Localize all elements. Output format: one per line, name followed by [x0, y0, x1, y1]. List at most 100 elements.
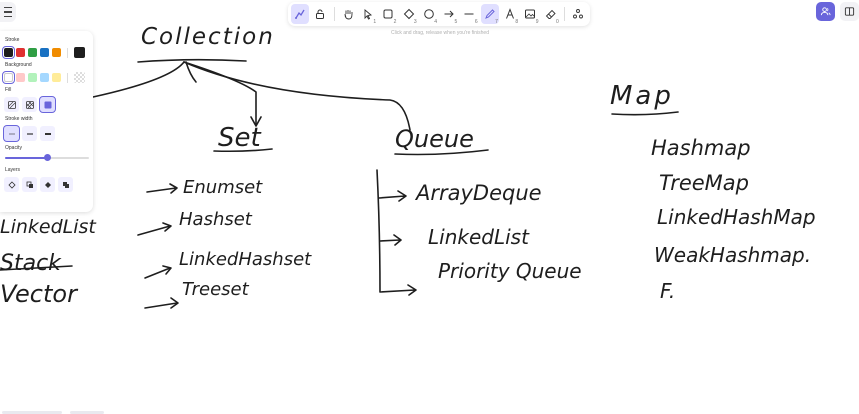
list-item-vector[interactable]: Vector	[0, 280, 79, 308]
queue-arrow-2[interactable]	[379, 234, 402, 246]
stroke-width-thin-button[interactable]	[3, 125, 20, 142]
selection-shortcut: 1	[373, 19, 377, 25]
text-tool[interactable]: 8	[501, 4, 519, 25]
background-color-green[interactable]	[28, 73, 37, 82]
list-item-linkedlist[interactable]: LinkedList	[0, 216, 97, 238]
set-item-treeset[interactable]: Treeset	[182, 279, 250, 300]
eraser-tool[interactable]: 0	[541, 4, 559, 25]
map-item-linkedhashmap[interactable]: LinkedHashMap	[657, 205, 816, 229]
fill-solid-button[interactable]	[39, 96, 56, 113]
diamond-tool[interactable]: 3	[399, 4, 417, 25]
background-color-transparent[interactable]	[2, 71, 15, 84]
set-item-enumset[interactable]: Enumset	[183, 177, 263, 198]
tool-hint: Click and drag, release when you're fini…	[391, 30, 489, 36]
set-arrow-4[interactable]	[144, 297, 179, 309]
background-color-red[interactable]	[16, 73, 25, 82]
background-color-row	[2, 71, 89, 84]
stack-strike[interactable]	[0, 265, 73, 271]
stroke-width-bold-button[interactable]	[22, 126, 37, 141]
collection-label[interactable]: Collection	[141, 24, 275, 50]
queue-item-priorityqueue[interactable]: Priority Queue	[438, 259, 582, 283]
stroke-width-extra-bold-button[interactable]	[40, 126, 55, 141]
users-icon	[820, 7, 831, 16]
zoom-controls[interactable]	[2, 411, 62, 414]
background-current-color[interactable]	[74, 72, 85, 83]
stroke-current-color[interactable]	[74, 47, 85, 58]
collaboration-button[interactable]	[816, 2, 835, 21]
background-label: Background	[5, 62, 32, 68]
line-tool[interactable]: 6	[460, 4, 478, 25]
stroke-label: Stroke	[5, 37, 20, 43]
selection-tool[interactable]: 1	[359, 4, 377, 25]
queue-bracket[interactable]	[376, 169, 417, 296]
background-color-blue[interactable]	[40, 73, 49, 82]
map-item-partial[interactable]: F.	[660, 279, 675, 303]
stroke-color-black[interactable]	[2, 46, 15, 59]
set-arrow-3[interactable]	[144, 265, 172, 279]
stroke-color-orange[interactable]	[52, 48, 61, 57]
library-button[interactable]	[840, 2, 859, 21]
arrow-shortcut: 5	[454, 19, 458, 25]
fill-hachure-button[interactable]	[4, 97, 19, 112]
branch-to-list[interactable]	[92, 61, 185, 98]
queue-arrow-1[interactable]	[378, 190, 407, 202]
hamburger-icon	[4, 5, 12, 19]
send-backward-button[interactable]	[22, 177, 37, 192]
queue-item-linkedlist[interactable]: LinkedList	[428, 225, 530, 249]
layers-label: Layers	[5, 167, 21, 173]
eraser-shortcut: 0	[556, 19, 559, 25]
map-label[interactable]: Map	[610, 81, 674, 111]
keep-tool-active-button[interactable]	[291, 4, 310, 24]
opacity-knob[interactable]	[44, 154, 51, 161]
properties-panel: Stroke Background Fill Stroke width	[0, 31, 93, 212]
stroke-color-green[interactable]	[28, 48, 37, 57]
main-menu-button[interactable]	[0, 2, 16, 22]
send-to-back-button[interactable]	[4, 177, 19, 192]
hand-tool[interactable]	[339, 4, 357, 24]
rectangle-shortcut: 2	[393, 19, 397, 25]
branch-to-queue[interactable]	[183, 61, 411, 131]
background-color-yellow[interactable]	[52, 73, 61, 82]
map-item-treemap[interactable]: TreeMap	[659, 171, 749, 195]
draw-tool[interactable]: 7	[480, 4, 499, 25]
queue-underline[interactable]	[394, 149, 489, 156]
bring-forward-button[interactable]	[40, 177, 55, 192]
solid-fill-icon	[44, 101, 51, 108]
stroke-color-blue[interactable]	[40, 48, 49, 57]
image-tool[interactable]: 9	[521, 4, 539, 25]
set-arrow-2[interactable]	[137, 222, 172, 236]
map-item-weakhashmap[interactable]: WeakHashmap.	[654, 243, 811, 267]
extra-tools-button[interactable]	[569, 4, 587, 24]
fill-row	[4, 96, 89, 113]
set-item-linkedhashset[interactable]: LinkedHashset	[179, 249, 312, 270]
stroke-width-row	[3, 125, 89, 142]
set-label[interactable]: Set	[218, 123, 262, 153]
branch-to-set[interactable]	[183, 61, 257, 126]
set-arrow-1[interactable]	[146, 183, 178, 194]
undo-redo-controls[interactable]	[70, 411, 104, 414]
opacity-slider[interactable]	[5, 154, 89, 161]
arrow-tool[interactable]: 5	[440, 4, 458, 25]
rectangle-tool[interactable]: 2	[379, 4, 397, 25]
collection-underline[interactable]	[137, 58, 247, 63]
set-item-hashset[interactable]: Hashset	[179, 209, 253, 230]
map-underline[interactable]	[611, 111, 679, 116]
branch-stub[interactable]	[185, 61, 197, 83]
bring-to-front-button[interactable]	[58, 177, 73, 192]
text-shortcut: 8	[515, 19, 519, 25]
fill-cross-hatch-button[interactable]	[22, 97, 37, 112]
hachure-icon	[7, 100, 16, 109]
color-divider-2	[67, 72, 68, 83]
list-item-stack[interactable]: Stack	[0, 251, 62, 276]
queue-item-arraydeque[interactable]: ArrayDeque	[414, 181, 542, 205]
queue-label[interactable]: Queue	[395, 125, 474, 153]
opacity-fill	[5, 157, 47, 159]
stroke-color-red[interactable]	[16, 48, 25, 57]
set-underline[interactable]	[213, 148, 273, 153]
map-item-hashmap[interactable]: Hashmap	[651, 136, 751, 160]
selection-icon	[364, 9, 372, 20]
branch-to-set-arrowhead[interactable]	[250, 116, 262, 127]
lock-button[interactable]	[311, 4, 329, 24]
ellipse-tool[interactable]: 4	[420, 4, 438, 25]
